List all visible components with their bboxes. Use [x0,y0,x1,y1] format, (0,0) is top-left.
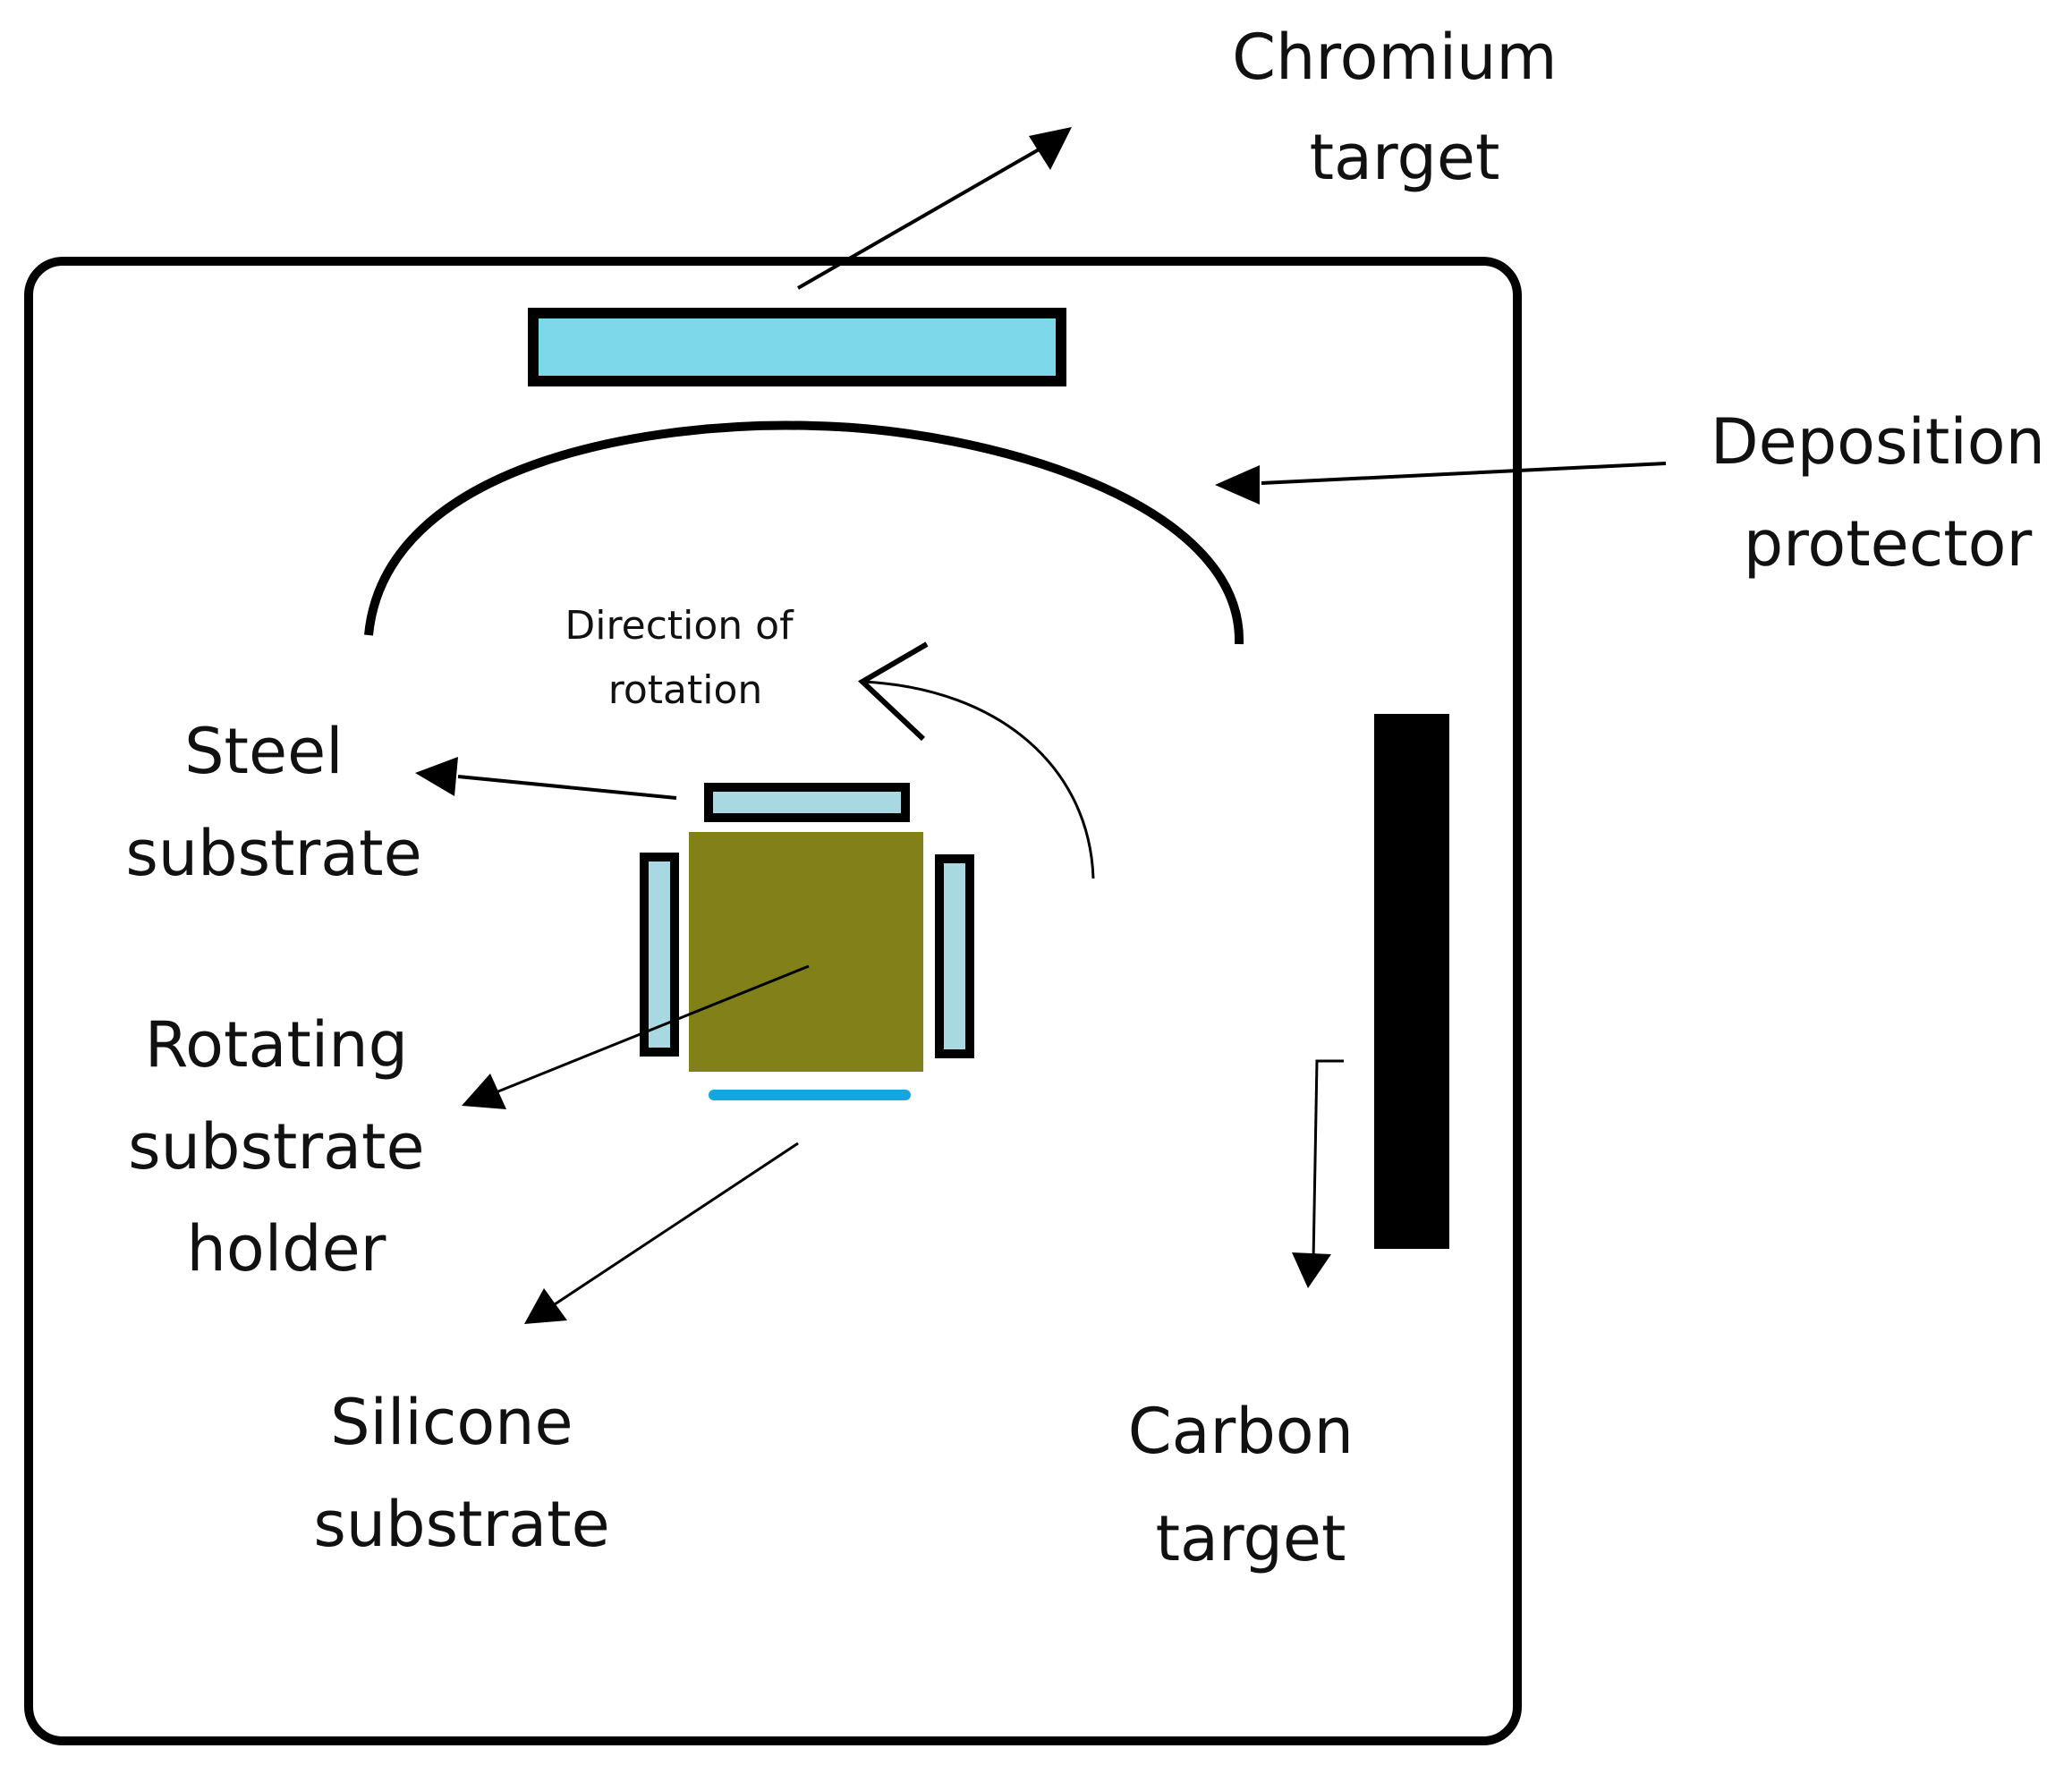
deposition-protector-arrowhead [1215,465,1260,505]
deposition-protector-arrow-line [1261,462,1667,485]
silicone-substrate-arrowhead [524,1288,567,1324]
chromium-target-label: Chromium target [1232,21,1577,194]
steel-substrate-arrow-line [457,775,677,800]
holder-arrowhead [462,1074,506,1109]
chromium-target [528,308,1066,386]
carbon-target-arrow-line [1312,1059,1344,1262]
carbon-target-label: Carbon target [1128,1395,1373,1575]
steel-substrate-arrowhead [415,757,458,796]
chromium-target-arrowhead [1029,127,1072,170]
steel-substrate-right [935,854,974,1058]
steel-substrate-left [640,853,679,1057]
rotating-substrate-holder [689,832,923,1072]
rotating-substrate-holder-label: Rotating substrate holder [128,1008,445,1286]
vacuum-chamber-outline [24,257,1522,1745]
steel-substrate-label: Steel substrate [125,715,421,890]
deposition-protector-arc [364,420,1244,645]
holder-arrow-line [493,964,810,1095]
carbon-target-arrowhead [1292,1252,1331,1288]
rotation-direction-arc [862,680,1095,879]
steel-substrate-top [704,783,910,822]
carbon-target [1374,714,1449,1249]
deposition-protector-label: Deposition protector [1711,405,2066,581]
direction-of-rotation-label: Direction of rotation [565,603,805,713]
leader-arrows [415,127,1667,1324]
silicone-substrate-label: Silicone substrate [313,1386,609,1561]
silicone-substrate-arrow-line [554,1142,799,1306]
rotation-arrowhead [858,641,929,742]
silicone-substrate [709,1090,911,1100]
chromium-target-arrow-line [797,143,1048,290]
